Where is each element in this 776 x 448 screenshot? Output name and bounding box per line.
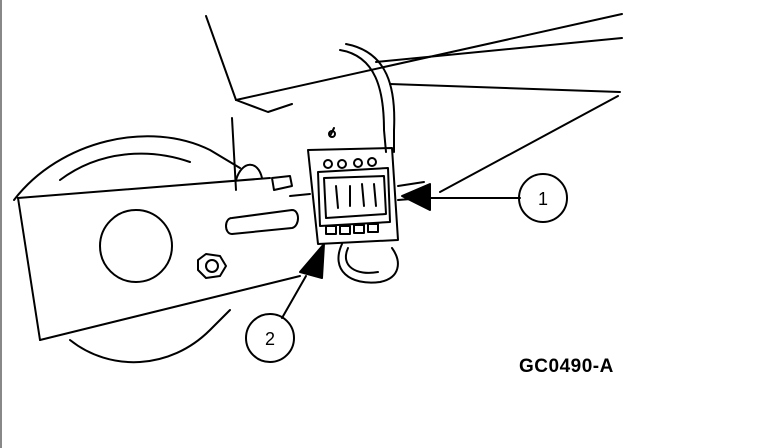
callout-2: 2: [245, 243, 325, 363]
electrical-connector: [271, 147, 425, 245]
figure-code: GC0490-A: [519, 356, 614, 377]
wire-harness: [328, 43, 399, 284]
lower-arm: [13, 135, 301, 364]
callout-2-number: 2: [265, 329, 275, 349]
callout-1-number: 1: [538, 189, 548, 209]
body-panel: [205, 13, 623, 193]
bolt: [197, 253, 227, 279]
callout-1: 1: [401, 173, 568, 223]
